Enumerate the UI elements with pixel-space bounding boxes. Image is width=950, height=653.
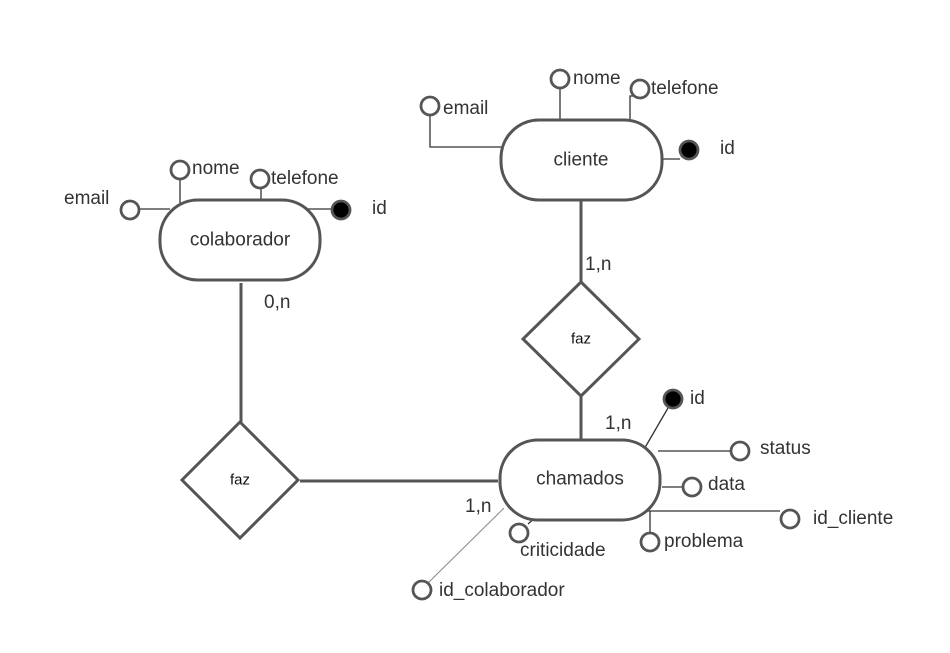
attribute-cliente-telefone: telefone (651, 78, 719, 99)
attribute-colaborador-telefone: telefone (271, 168, 339, 189)
entity-chamados-shape (498, 438, 662, 522)
attribute-chamados-data: data (708, 474, 745, 495)
entity-cliente-label: cliente (554, 150, 609, 171)
relationship-cliente-chamados-shape (520, 279, 642, 399)
entity-cliente[interactable]: cliente (499, 118, 664, 202)
attribute-colaborador-email: email (64, 188, 109, 209)
attribute-circle-icon[interactable] (419, 95, 441, 117)
entity-chamados-label: chamados (536, 469, 624, 490)
entity-colaborador-shape (158, 198, 322, 282)
attribute-cliente-id: id (720, 138, 735, 159)
attribute-circle-icon[interactable] (411, 579, 433, 601)
attribute-colaborador-id: id (372, 198, 387, 219)
connector-chamados-id-colaborador (427, 507, 505, 584)
attribute-circle-icon[interactable] (729, 440, 751, 462)
attribute-circle-icon[interactable] (779, 508, 801, 530)
connector-cliente-email (429, 115, 510, 148)
relationship-colaborador-chamados[interactable]: faz (179, 419, 301, 541)
cardinality-cliente: 1,n (585, 254, 611, 275)
primary-key-icon[interactable] (330, 199, 352, 221)
attribute-chamados-problema: problema (664, 531, 744, 552)
connector-chamados-id (642, 407, 669, 452)
attribute-circle-icon[interactable] (639, 531, 661, 553)
attribute-circle-icon[interactable] (249, 168, 271, 190)
cardinality-chamados-colaborador-side: 1,n (465, 496, 491, 517)
attribute-circle-icon[interactable] (549, 68, 571, 90)
attribute-cliente-email: email (443, 98, 488, 119)
attribute-chamados-id: id (690, 388, 705, 409)
entity-cliente-shape (499, 118, 664, 202)
attribute-cliente-nome: nome (573, 68, 621, 89)
cardinality-chamados-cliente-side: 1,n (605, 413, 631, 434)
attribute-chamados-id-cliente: id_cliente (813, 508, 893, 529)
cardinality-colaborador: 0,n (264, 292, 290, 313)
entity-chamados[interactable]: chamados (498, 438, 662, 522)
attribute-circle-icon[interactable] (508, 522, 530, 544)
entity-colaborador[interactable]: colaborador (158, 198, 322, 282)
attribute-circle-icon[interactable] (119, 199, 141, 221)
attribute-chamados-status: status (760, 438, 811, 459)
relationship-colaborador-chamados-shape (179, 419, 301, 541)
attribute-chamados-id-colaborador: id_colaborador (439, 580, 565, 601)
primary-key-icon[interactable] (678, 139, 700, 161)
relationship-cliente-chamados[interactable]: faz (520, 279, 642, 399)
attribute-circle-icon[interactable] (169, 159, 191, 181)
attribute-circle-icon[interactable] (629, 78, 651, 100)
relationship-cliente-chamados-label: faz (571, 331, 591, 348)
relationship-colaborador-chamados-label: faz (230, 472, 250, 489)
attribute-circle-icon[interactable] (681, 476, 703, 498)
attribute-colaborador-nome: nome (192, 158, 240, 179)
attribute-chamados-criticidade: criticidade (520, 540, 606, 561)
entity-colaborador-label: colaborador (190, 230, 291, 251)
primary-key-icon[interactable] (662, 388, 684, 410)
